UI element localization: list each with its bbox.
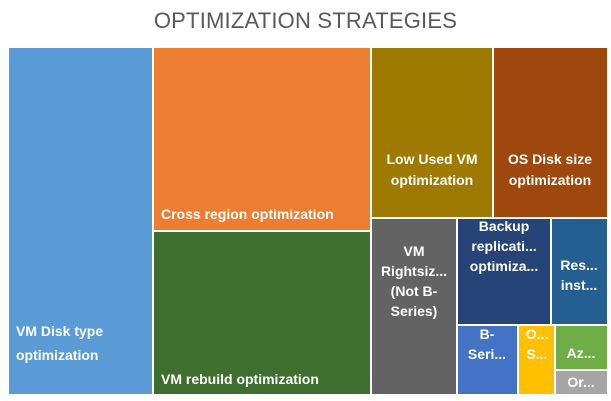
tile-rect-backup-replication-optimization: [456, 217, 552, 326]
tile-label-or: Or...: [567, 374, 594, 390]
tile-rect-vm-rightsizing-not-b-series: [370, 217, 458, 396]
tile-rect-cross-region-optimization: [152, 46, 372, 232]
tile-or: Or...: [554, 369, 609, 396]
tile-os: O...S...: [517, 324, 556, 396]
tile-label-b-series: B-Seri...: [468, 326, 506, 362]
tile-label-cross-region-optimization: Cross region optimization: [161, 206, 334, 222]
tile-label-reserved-instances: Res...inst...: [560, 257, 597, 293]
tile-rect-b-series: [456, 324, 519, 396]
tile-rect-low-used-vm-optimization: [370, 46, 494, 219]
chart-title: OPTIMIZATION STRATEGIES: [153, 8, 458, 33]
tile-label-os: O...S...: [526, 326, 549, 362]
tile-rect-vm-disk-type-optimization: [7, 46, 154, 396]
tile-label-az: Az...: [567, 345, 596, 361]
tile-label-vm-rebuild-optimization: VM rebuild optimization: [161, 371, 319, 387]
tile-rect-vm-rebuild-optimization: [152, 230, 372, 396]
tile-vm-rebuild-optimization: VM rebuild optimization: [152, 230, 372, 396]
tile-cross-region-optimization: Cross region optimization: [152, 46, 372, 232]
tile-rect-os-disk-size-optimization: [492, 46, 609, 219]
tile-rect-reserved-instances: [550, 217, 609, 326]
tile-b-series: B-Seri...: [456, 324, 519, 396]
tile-rect-or: [554, 369, 609, 396]
tile-reserved-instances: Res...inst...: [550, 217, 609, 326]
tile-rect-os: [517, 324, 556, 396]
tile-az: Az...: [554, 324, 609, 371]
